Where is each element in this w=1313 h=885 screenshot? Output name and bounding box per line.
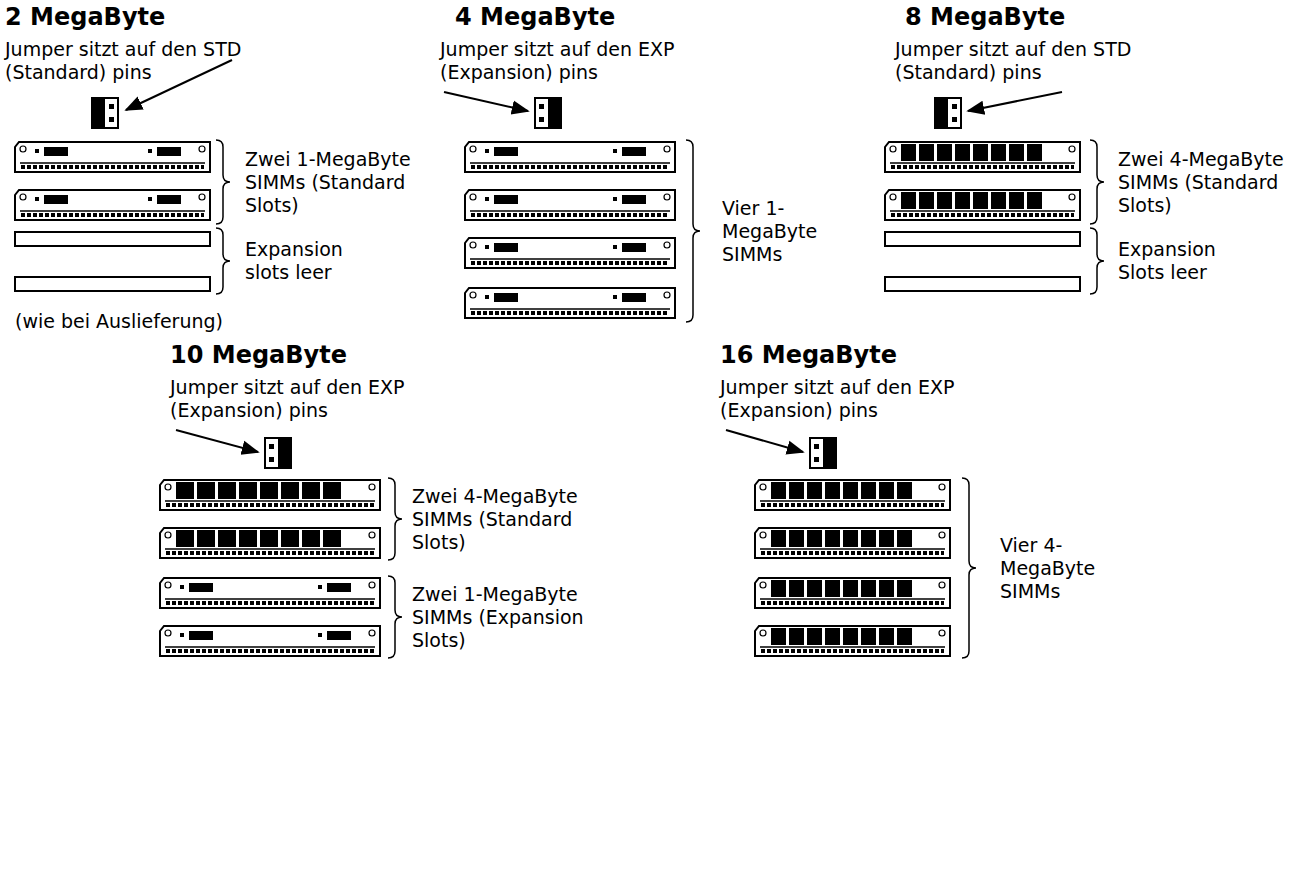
simm-label: Expansion slots leer xyxy=(245,238,355,284)
simm-4mb xyxy=(885,142,1080,172)
brace xyxy=(388,478,402,560)
memory-size-title: 4 MegaByte xyxy=(455,2,615,32)
simm-4mb xyxy=(755,578,950,608)
simm-4mb xyxy=(885,190,1080,220)
simm-label: Zwei 4-MegaByte SIMMs (Standard Slots) xyxy=(1118,148,1293,217)
simm-1mb xyxy=(465,288,675,318)
brace xyxy=(1090,228,1104,294)
memory-size-title: 8 MegaByte xyxy=(905,2,1065,32)
simm-1mb xyxy=(465,190,675,220)
simm-4mb xyxy=(160,528,380,558)
simm-label: Zwei 4-MegaByte SIMMs (Standard Slots) xyxy=(412,485,587,554)
simm-label: Expansion Slots leer xyxy=(1118,238,1228,284)
jumper-block xyxy=(92,98,118,128)
leader-arrow xyxy=(444,92,528,111)
jumper-note: Jumper sitzt auf den EXP (Expansion) pin… xyxy=(440,38,680,84)
simm-label: Vier 4-MegaByte SIMMs xyxy=(1000,534,1130,603)
brace xyxy=(686,140,700,322)
leader-arrow xyxy=(968,92,1062,111)
jumper-block xyxy=(810,438,836,468)
brace xyxy=(388,576,402,658)
simm-label: Zwei 1-MegaByte SIMMs (Expansion Slots) xyxy=(412,583,597,652)
simm-4mb xyxy=(755,626,950,656)
brace xyxy=(216,228,230,294)
empty-slot xyxy=(15,232,210,246)
delivery-note: (wie bei Auslieferung) xyxy=(15,310,223,333)
brace xyxy=(1090,140,1104,224)
simm-1mb xyxy=(465,142,675,172)
simm-1mb xyxy=(15,190,210,220)
jumper-note: Jumper sitzt auf den STD (Standard) pins xyxy=(895,38,1135,84)
leader-arrow xyxy=(726,430,803,452)
brace xyxy=(216,140,230,224)
memory-size-title: 10 MegaByte xyxy=(170,340,347,370)
empty-slot xyxy=(885,277,1080,291)
jumper-note: Jumper sitzt auf den STD (Standard) pins xyxy=(5,38,245,84)
empty-slot xyxy=(885,232,1080,246)
simm-label: Vier 1-MegaByte SIMMs xyxy=(722,197,847,266)
simm-4mb xyxy=(160,480,380,510)
simm-1mb xyxy=(15,142,210,172)
simm-1mb xyxy=(160,578,380,608)
simm-1mb xyxy=(465,238,675,268)
simm-4mb xyxy=(755,480,950,510)
jumper-block xyxy=(265,438,291,468)
simm-4mb xyxy=(755,528,950,558)
jumper-note: Jumper sitzt auf den EXP (Expansion) pin… xyxy=(720,376,960,422)
memory-size-title: 2 MegaByte xyxy=(5,2,165,32)
jumper-note: Jumper sitzt auf den EXP (Expansion) pin… xyxy=(170,376,410,422)
memory-size-title: 16 MegaByte xyxy=(720,340,897,370)
simm-label: Zwei 1-MegaByte SIMMs (Standard Slots) xyxy=(245,148,420,217)
leader-arrow xyxy=(176,430,258,452)
jumper-block xyxy=(935,98,961,128)
empty-slot xyxy=(15,277,210,291)
jumper-block xyxy=(535,98,561,128)
brace xyxy=(962,478,976,658)
simm-1mb xyxy=(160,626,380,656)
